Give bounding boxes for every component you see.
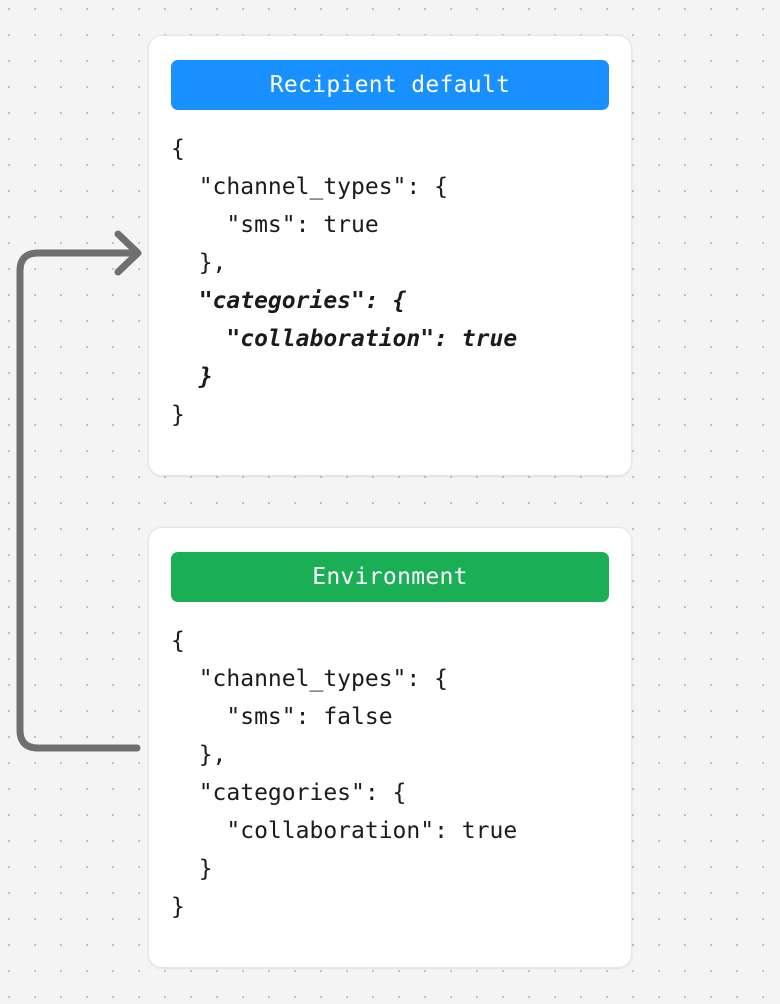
arrow-head-icon <box>114 230 142 276</box>
code-line: } <box>171 364 213 390</box>
code-line: } <box>171 402 185 428</box>
arrow-path <box>16 249 141 752</box>
code-line: }, <box>171 250 227 276</box>
card-environment[interactable]: Environment { "channel_types": { "sms": … <box>148 527 632 968</box>
code-line: "channel_types": { <box>171 174 448 200</box>
code-line: { <box>171 136 185 162</box>
code-line: "collaboration": true <box>171 326 518 352</box>
code-line: "sms": true <box>171 212 379 238</box>
code-line: } <box>171 894 185 920</box>
code-line: "categories": { <box>171 780 407 806</box>
card-recipient-default[interactable]: Recipient default { "channel_types": { "… <box>148 35 632 476</box>
card-header-environment: Environment <box>171 552 609 602</box>
code-line: "collaboration": true <box>171 818 518 844</box>
code-block-recipient-default: { "channel_types": { "sms": true }, "cat… <box>171 130 609 434</box>
code-line: "channel_types": { <box>171 666 448 692</box>
code-line: }, <box>171 742 227 768</box>
card-title-recipient-default: Recipient default <box>269 72 511 98</box>
code-line: "categories": { <box>171 288 407 314</box>
card-header-recipient-default: Recipient default <box>171 60 609 110</box>
code-line: { <box>171 628 185 654</box>
code-line: } <box>171 856 213 882</box>
code-line: "sms": false <box>171 704 393 730</box>
code-block-environment: { "channel_types": { "sms": false }, "ca… <box>171 622 609 926</box>
card-title-environment: Environment <box>312 564 468 590</box>
